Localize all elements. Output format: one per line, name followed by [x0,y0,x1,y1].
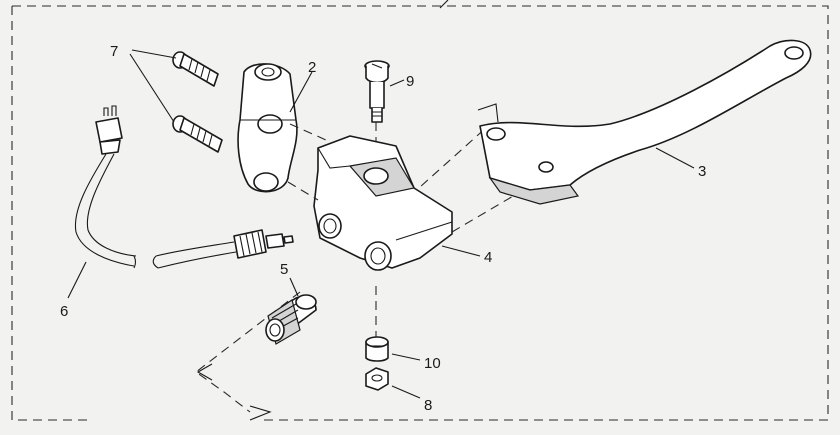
callout-8: 8 [424,397,432,414]
leader-3 [655,147,695,169]
leader-6 [67,261,87,299]
guide-arrow-left [196,363,213,381]
switch [265,294,317,345]
leader-10 [391,353,421,361]
leader-7 [129,49,177,123]
clamp [237,63,298,193]
leader-9 [389,79,405,87]
bushing [365,336,389,362]
cable-harness [74,105,294,269]
frame-notch-top [439,0,449,9]
callout-3: 3 [698,163,706,180]
guide-line-clamp [289,123,327,141]
callout-2: 2 [308,59,316,76]
pivot-pin [364,60,390,123]
lever-housing [313,135,453,271]
bolt-upper [172,51,219,87]
callout-4: 4 [484,249,492,266]
nut [365,367,389,391]
bolt-lower [172,115,223,153]
leader-5 [289,277,299,297]
lever [477,39,812,205]
leader-2 [289,71,313,113]
guide-line-lever [409,125,489,197]
guide-line-clamp-lower [287,181,319,201]
callout-10: 10 [424,355,441,372]
callout-5: 5 [280,261,288,278]
guide-line-switch-5 [195,291,301,413]
guide-arrow-bottom [249,405,272,421]
callout-9: 9 [406,73,414,90]
callout-7: 7 [110,43,118,60]
leader-4 [441,245,481,257]
leader-8 [391,385,421,399]
guide-line-lever-lower [451,191,521,233]
callout-6: 6 [60,303,68,320]
frame-border [11,5,829,421]
